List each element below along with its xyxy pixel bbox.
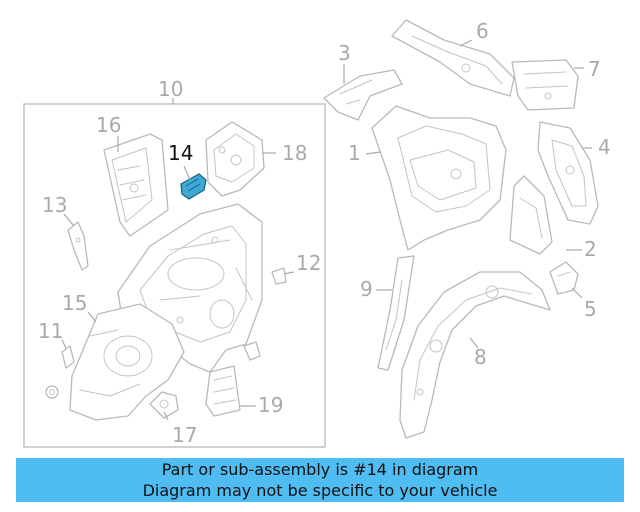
part-grommet[interactable]: [45, 385, 59, 399]
part-2[interactable]: [509, 175, 553, 255]
callout-10: 10: [158, 77, 183, 101]
subassembly-box: [23, 103, 326, 448]
callout-16: 16: [96, 113, 121, 137]
callout-12: 12: [296, 251, 321, 275]
part-19[interactable]: [205, 365, 241, 417]
part-13[interactable]: [67, 221, 89, 271]
callout-11: 11: [38, 319, 63, 343]
part-clip[interactable]: [243, 341, 261, 361]
callout-14: 14: [168, 141, 193, 165]
banner-line-2: Diagram may not be specific to your vehi…: [142, 481, 498, 500]
part-7[interactable]: [511, 59, 579, 111]
leaders: [61, 39, 592, 421]
part-12[interactable]: [271, 267, 287, 285]
part-11[interactable]: [61, 345, 75, 369]
part-6[interactable]: [391, 19, 515, 97]
callout-17: 17: [172, 423, 197, 447]
callout-9: 9: [360, 277, 373, 301]
callout-4: 4: [598, 135, 611, 159]
part-3[interactable]: [323, 69, 403, 121]
callout-3: 3: [338, 41, 351, 65]
callout-13: 13: [42, 193, 67, 217]
callout-15: 15: [62, 291, 87, 315]
part-4[interactable]: [537, 121, 599, 225]
part-16[interactable]: [103, 133, 169, 237]
banner-line-1: Part or sub-assembly is #14 in diagram: [161, 460, 479, 479]
part-8[interactable]: [399, 271, 551, 439]
part-14-highlighted[interactable]: [180, 173, 207, 200]
part-9[interactable]: [377, 255, 415, 371]
info-banner: Part or sub-assembly is #14 in diagram D…: [16, 458, 624, 502]
callout-19: 19: [258, 393, 283, 417]
callout-8: 8: [474, 345, 487, 369]
callout-18: 18: [282, 141, 307, 165]
callout-5: 5: [584, 297, 597, 321]
callout-1: 1: [348, 141, 361, 165]
parts-diagram: 10 16 14 18 13 15 11 12 17 19 3 6 7 1 4 …: [23, 19, 611, 448]
part-5[interactable]: [549, 261, 579, 295]
part-15[interactable]: [69, 303, 185, 421]
part-17[interactable]: [149, 391, 179, 419]
callout-2: 2: [584, 237, 597, 261]
callout-7: 7: [588, 57, 601, 81]
part-18[interactable]: [205, 121, 265, 197]
part-1[interactable]: [371, 105, 507, 251]
callout-6: 6: [476, 19, 489, 43]
